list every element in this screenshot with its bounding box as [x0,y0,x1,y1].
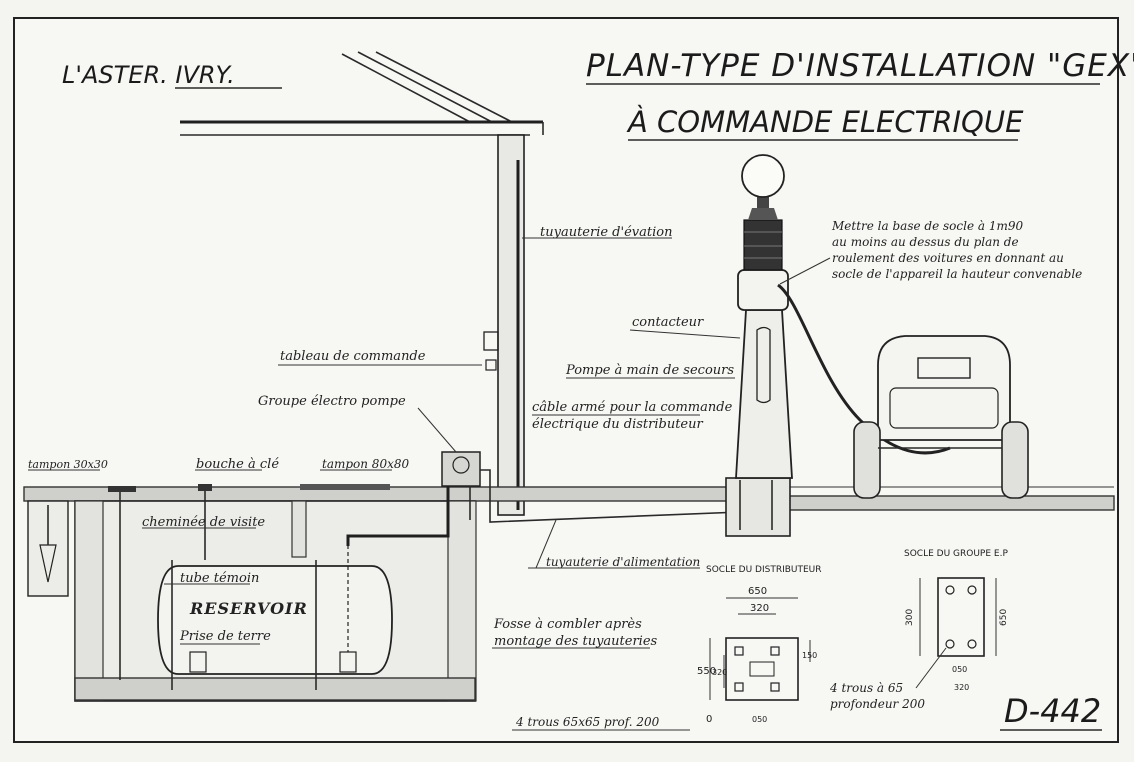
tampon-80x80 [300,484,390,490]
label-tube-temoin: tube témoin [180,571,259,586]
label-fosse-1: Fosse à combler après [493,617,642,632]
reservoir-tank [157,545,393,690]
socle-note-line-3: roulement des voitures en donnant au [832,251,1064,265]
title-line-1: PLAN-TYPE D'INSTALLATION "GEX" [586,48,1134,84]
label-tableau-commande: tableau de commande [280,349,426,364]
label-tampon-80x80: tampon 80x80 [322,457,409,471]
socle-dist-bolts-note: 4 trous 65x65 prof. 200 [515,715,660,729]
label-cable-arme-2: électrique du distributeur [532,417,703,432]
tampon-30x30 [108,486,136,492]
building-roof [180,51,544,136]
label-pompe-secours: Pompe à main de secours [565,363,734,378]
socle-groupe-detail: SOCLE DU GROUPE E.P 300 650 050 320 4 tr… [829,549,1009,711]
socle-dist-dim-150: 150 [802,651,817,660]
socle-groupe-bolts-1: 4 trous à 65 [829,681,903,695]
bouche-a-cle [198,484,212,491]
electro-pump-group [441,451,481,487]
drainage-well [27,500,69,597]
socle-dist-zero: 0 [706,714,712,725]
socle-groupe-title: SOCLE DU GROUPE E.P [904,549,1008,559]
fuel-hose [777,283,951,455]
pump-motor-icon [452,456,470,474]
maker-label: L'ASTER. IVRY. [62,61,235,89]
automobile-rear-view [853,335,1029,499]
label-bouche-cle: bouche à clé [196,457,279,472]
label-reservoir: RESERVOIR [189,599,308,618]
title-line-2: À COMMANDE ELECTRIQUE [626,105,1024,139]
fuel-pump-column [735,154,793,479]
socle-groupe-dim-050: 050 [952,665,967,674]
label-tampon-30x30: tampon 30x30 [28,458,108,471]
building-wall [497,134,525,516]
control-panel-box [483,331,499,351]
suction-pipe [346,470,450,546]
control-panel-switch [485,359,497,371]
socle-dist-dim-320: 320 [750,603,769,614]
label-contacteur: contacteur [632,315,704,330]
distributor-socle [725,477,791,537]
socle-dist-dim-550: 550 [697,666,716,677]
socle-dist-dim-650: 650 [748,586,767,597]
leader-lines [28,237,831,649]
socle-note-line-4: socle de l'appareil la hauteur convenabl… [832,267,1082,281]
label-tuyauterie-alimentation: tuyauterie d'alimentation [546,555,700,569]
socle-note-line-2: au moins au dessus du plan de [832,235,1019,249]
socle-groupe-dim-320: 320 [954,683,969,692]
socle-distributeur-title: SOCLE DU DISTRIBUTEUR [706,565,822,575]
label-groupe-electro-pompe: Groupe électro pompe [258,394,406,409]
socle-groupe-bolts-2: profondeur 200 [830,697,925,711]
socle-groupe-dim-650: 650 [999,609,1009,626]
label-tuyauterie-evacuation: tuyauterie d'évation [540,225,672,240]
socle-dist-dim-050: 050 [752,715,767,724]
socle-distributeur-detail: SOCLE DU DISTRIBUTEUR 650 320 550 320 15… [512,565,822,731]
label-cable-arme-1: câble armé pour la commande [532,400,733,415]
label-fosse-2: montage des tuyauteries [494,634,658,649]
label-prise-terre: Prise de terre [179,629,271,644]
socle-note-line-1: Mettre la base de socle à 1m90 [831,219,1023,233]
label-cheminee-visite: cheminée de visite [142,515,265,530]
socle-groupe-dim-300: 300 [905,609,915,626]
drawing-reference: D-442 [1004,692,1101,730]
socle-dist-dim-320b: 320 [712,668,727,677]
